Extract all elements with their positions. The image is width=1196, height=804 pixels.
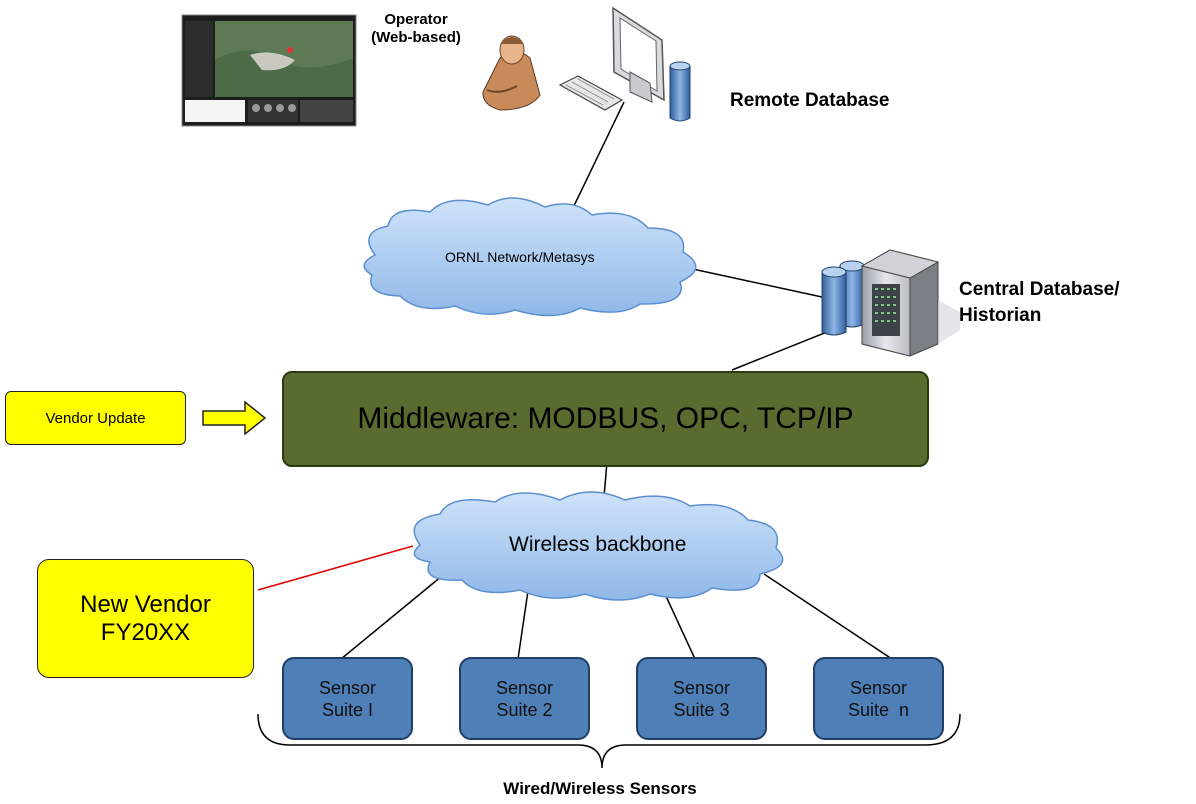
vendor-update-arrow xyxy=(202,400,267,436)
sensor-suite-3-line2: Suite 3 xyxy=(673,699,730,720)
operator-label-line2: (Web-based) xyxy=(371,29,461,46)
middleware-box: Middleware: MODBUS, OPC, TCP/IP xyxy=(282,371,929,467)
link-wireless-to-sensor-n xyxy=(763,573,893,660)
sensor-suite-1-line1: Sensor xyxy=(318,677,377,698)
vendor-update-label: Vendor Update xyxy=(45,409,146,427)
central-database-icon xyxy=(821,260,865,336)
ornl-network-label: ORNL Network/Metasys xyxy=(445,249,595,265)
remote-database-label: Remote Database xyxy=(730,90,890,111)
sensor-suite-1-line2: Suite I xyxy=(321,699,374,720)
sensor-suite-3: Sensor Suite 3 xyxy=(636,657,767,740)
link-wireless-to-sensor-1 xyxy=(340,570,449,660)
new-vendor-box: New Vendor FY20XX xyxy=(37,559,254,678)
operator-screen-thumbnail xyxy=(181,14,357,127)
server-icon xyxy=(860,249,960,357)
sensor-suite-n: Sensor Suite n xyxy=(813,657,944,740)
central-database-label-line1: Central Database/ xyxy=(959,279,1120,300)
sensor-suite-3-line1: Sensor xyxy=(672,677,731,698)
sensors-group-label: Wired/Wireless Sensors xyxy=(503,779,697,798)
link-remote-to-ornl xyxy=(571,101,625,211)
operator-person-icon xyxy=(482,35,541,111)
operator-label-line1: Operator xyxy=(384,11,448,28)
new-vendor-line2: FY20XX xyxy=(100,618,191,646)
new-vendor-line1: New Vendor xyxy=(80,590,211,618)
wireless-backbone-label: Wireless backbone xyxy=(509,533,687,556)
central-database-label: Central Database/ Historian xyxy=(959,277,1120,329)
sensor-suite-2-line2: Suite 2 xyxy=(496,699,553,720)
sensor-suite-n-line2: Suite n xyxy=(847,699,910,720)
sensor-suite-1: Sensor Suite I xyxy=(282,657,413,740)
link-new-vendor-to-wireless xyxy=(257,545,414,591)
computer-icon xyxy=(558,6,665,111)
operator-label: Operator (Web-based) xyxy=(366,11,466,47)
middleware-label: Middleware: MODBUS, OPC, TCP/IP xyxy=(357,402,854,435)
remote-database-icon xyxy=(669,61,691,122)
link-ornl-to-central-db xyxy=(687,267,823,298)
link-wireless-to-sensor-2 xyxy=(517,583,530,660)
sensor-suite-2-line1: Sensor xyxy=(495,677,554,698)
central-database-label-line2: Historian xyxy=(959,305,1042,326)
wireless-backbone-cloud xyxy=(413,491,784,601)
sensor-suite-2: Sensor Suite 2 xyxy=(459,657,590,740)
vendor-update-box: Vendor Update xyxy=(5,391,186,445)
ornl-network-cloud xyxy=(363,197,697,317)
sensor-suite-n-line1: Sensor xyxy=(849,677,908,698)
sensors-bracket xyxy=(257,713,961,769)
